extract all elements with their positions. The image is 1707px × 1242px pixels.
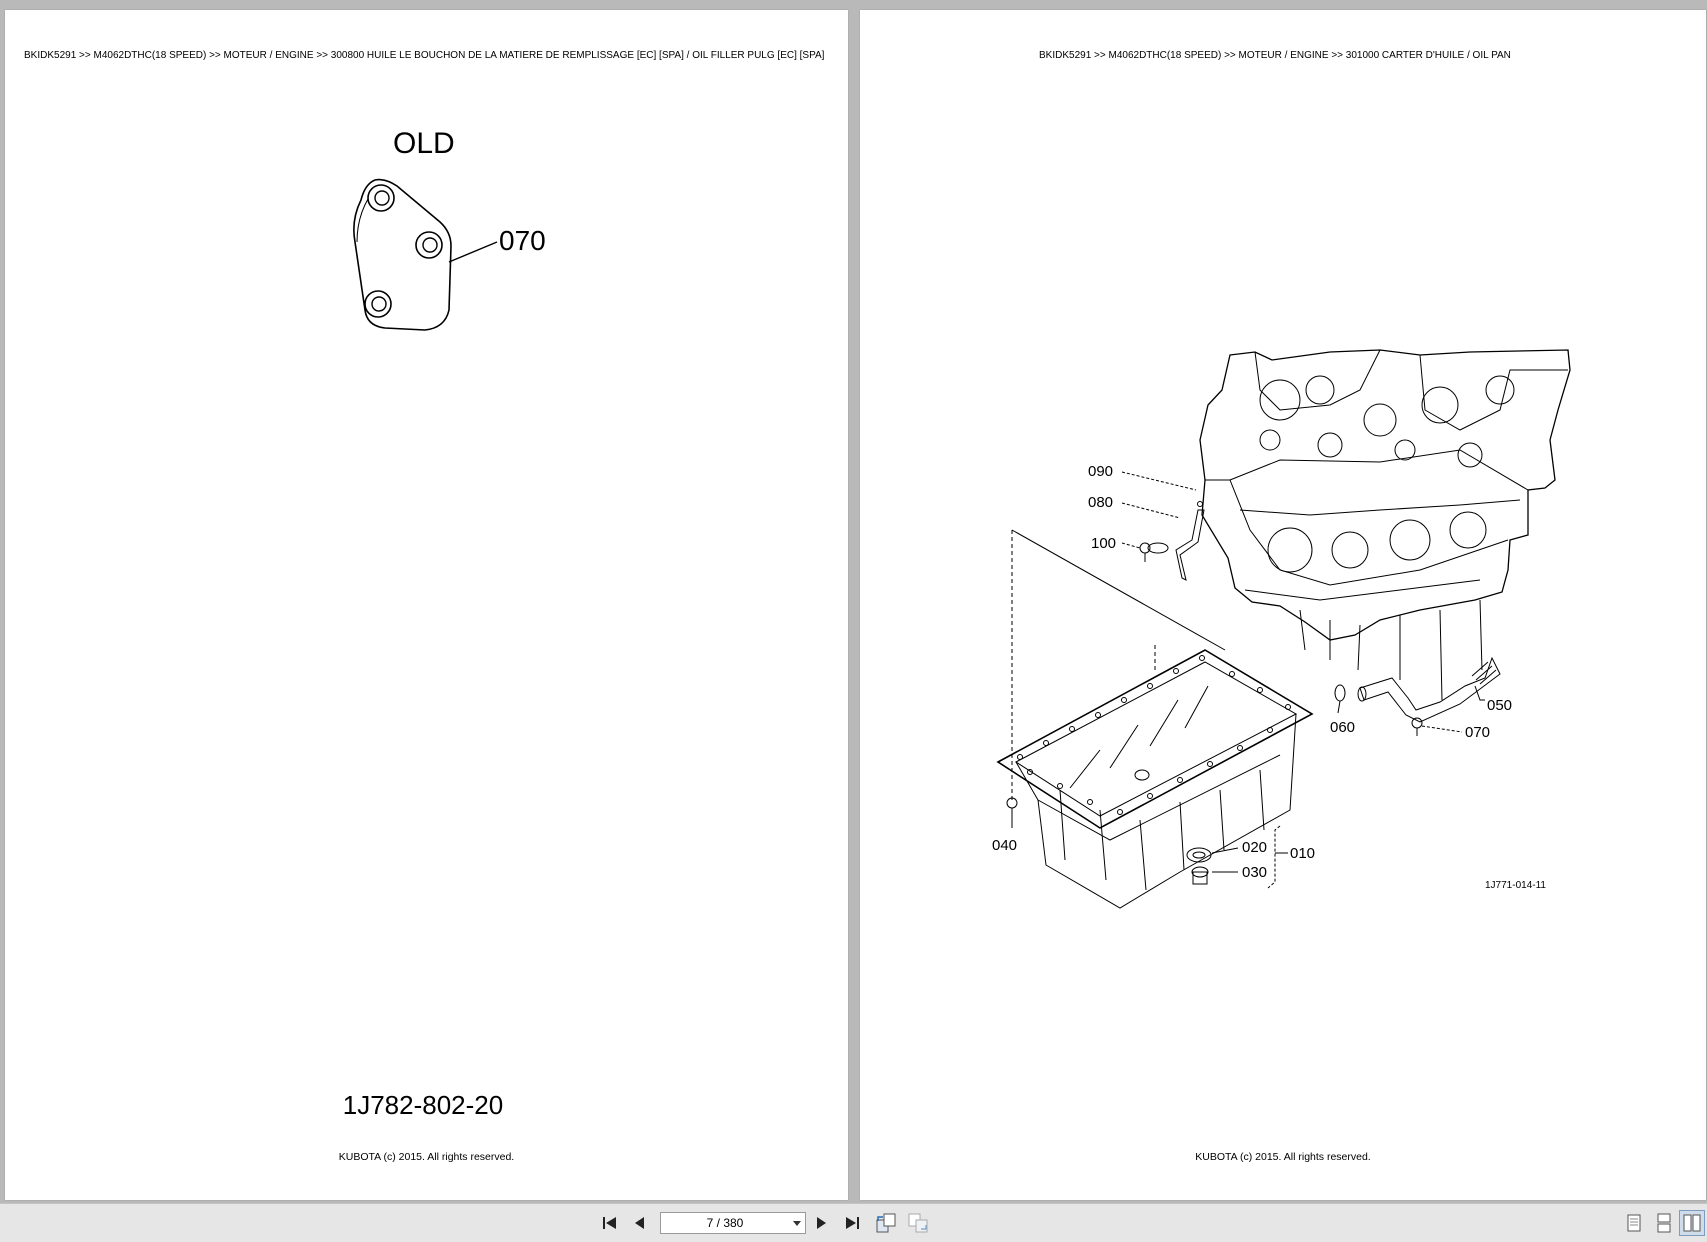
left-breadcrumb: BKIDK5291 >> M4062DTHC(18 SPEED) >> MOTE… xyxy=(24,50,825,61)
callout-050: 050 xyxy=(1487,697,1512,714)
callout-080: 080 xyxy=(1088,494,1113,511)
page-indicator: 7 / 380 xyxy=(706,1216,744,1230)
bolt-100 xyxy=(1139,542,1151,562)
boss-middle xyxy=(415,231,443,259)
single-page-view-button[interactable] xyxy=(1622,1211,1646,1235)
next-page-icon xyxy=(817,1217,826,1229)
callout-010: 010 xyxy=(1290,845,1315,862)
right-breadcrumb: BKIDK5291 >> M4062DTHC(18 SPEED) >> MOTE… xyxy=(1039,50,1511,61)
go-back-button[interactable] xyxy=(874,1211,898,1235)
go-back-icon xyxy=(876,1213,896,1233)
last-page-button[interactable] xyxy=(840,1211,864,1235)
right-page: BKIDK5291 >> M4062DTHC(18 SPEED) >> MOTE… xyxy=(860,10,1706,1200)
go-forward-icon xyxy=(908,1213,928,1233)
dipstick-guide xyxy=(1175,509,1205,581)
callout-070: 070 xyxy=(499,225,546,256)
bolt-040 xyxy=(1006,797,1018,818)
oil-filler-plug-drawing: OLD 070 xyxy=(353,127,546,331)
oil-pan xyxy=(996,649,1314,909)
callout-020: 020 xyxy=(1242,839,1267,856)
drain-gasket xyxy=(1186,847,1212,863)
continuous-view-icon xyxy=(1657,1213,1671,1233)
boss-top xyxy=(367,184,395,212)
drain-plug xyxy=(1191,866,1209,885)
engine-block xyxy=(1199,349,1571,701)
left-copyright: KUBOTA (c) 2015. All rights reserved. xyxy=(338,1151,515,1163)
right-copyright: KUBOTA (c) 2015. All rights reserved. xyxy=(1195,1151,1371,1163)
prev-page-button[interactable] xyxy=(628,1211,652,1235)
drawing-code: 1J771-014-11 xyxy=(1485,880,1546,891)
last-page-icon xyxy=(846,1217,859,1229)
two-page-view-icon xyxy=(1683,1214,1701,1232)
callout-070: 070 xyxy=(1465,724,1490,741)
first-page-button[interactable] xyxy=(598,1211,622,1235)
continuous-view-button[interactable] xyxy=(1652,1211,1676,1235)
callout-040: 040 xyxy=(992,837,1017,854)
callout-100: 100 xyxy=(1091,535,1116,552)
plate-outline xyxy=(353,178,452,331)
callout-060: 060 xyxy=(1330,719,1355,736)
first-page-icon xyxy=(603,1217,616,1229)
callout-030: 030 xyxy=(1242,864,1267,881)
oil-pan-exploded-drawing: 090 080 100 050 060 070 040 020 010 030 … xyxy=(992,349,1571,909)
page-number-field[interactable]: 7 / 380 xyxy=(660,1212,806,1234)
boss-bottom xyxy=(364,290,392,318)
left-page: BKIDK5291 >> M4062DTHC(18 SPEED) >> MOTE… xyxy=(5,10,848,1200)
bolt-070 xyxy=(1411,717,1423,736)
viewer-toolbar: 7 / 380 xyxy=(0,1203,1707,1242)
go-forward-button[interactable] xyxy=(906,1211,930,1235)
leader-line xyxy=(448,241,498,263)
part-number: 1J782-802-20 xyxy=(342,1090,504,1120)
old-label: OLD xyxy=(393,127,455,160)
next-page-button[interactable] xyxy=(809,1211,833,1235)
two-page-view-button[interactable] xyxy=(1679,1210,1705,1236)
single-page-view-icon xyxy=(1627,1214,1641,1232)
callout-090: 090 xyxy=(1088,463,1113,480)
prev-page-icon xyxy=(635,1217,644,1229)
o-ring xyxy=(1334,684,1346,702)
page-dropdown-icon[interactable] xyxy=(793,1221,801,1226)
oil-strainer-pipe xyxy=(1357,656,1501,723)
